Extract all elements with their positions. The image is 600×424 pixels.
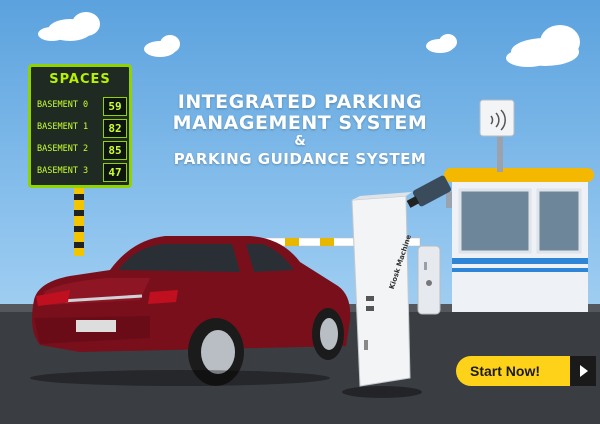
row-count: 47 (103, 163, 127, 182)
gate-post (417, 245, 441, 315)
sign-row: BASEMENT 1 82 (37, 119, 127, 138)
headline-line-2: MANAGEMENT SYSTEM (172, 112, 428, 134)
start-now-button[interactable]: Start Now! (456, 356, 572, 386)
security-camera (406, 175, 452, 208)
row-count: 82 (103, 119, 127, 138)
row-label: BASEMENT 0 (37, 100, 89, 110)
toll-booth (444, 168, 594, 312)
sign-row: BASEMENT 3 47 (37, 163, 127, 182)
sign-row: BASEMENT 2 85 (37, 141, 127, 160)
headline-line-3: PARKING GUIDANCE SYSTEM (173, 150, 427, 168)
headline-ampersand: & (294, 134, 306, 149)
sign-row: BASEMENT 0 59 (37, 97, 127, 116)
play-arrow-icon[interactable] (570, 356, 596, 386)
headline-line-1: INTEGRATED PARKING (177, 91, 423, 113)
row-label: BASEMENT 1 (37, 122, 89, 132)
row-count: 85 (103, 141, 127, 160)
headline: INTEGRATED PARKING MANAGEMENT SYSTEM & P… (140, 92, 460, 169)
row-label: BASEMENT 2 (37, 144, 89, 154)
start-now-label: Start Now! (470, 363, 540, 379)
rfid-reader (479, 99, 515, 172)
sign-title: SPACES (49, 72, 111, 87)
parking-spaces-sign: SPACES BASEMENT 0 59 BASEMENT 1 82 BASEM… (28, 64, 132, 188)
row-label: BASEMENT 3 (37, 166, 89, 176)
row-count: 59 (103, 97, 127, 116)
